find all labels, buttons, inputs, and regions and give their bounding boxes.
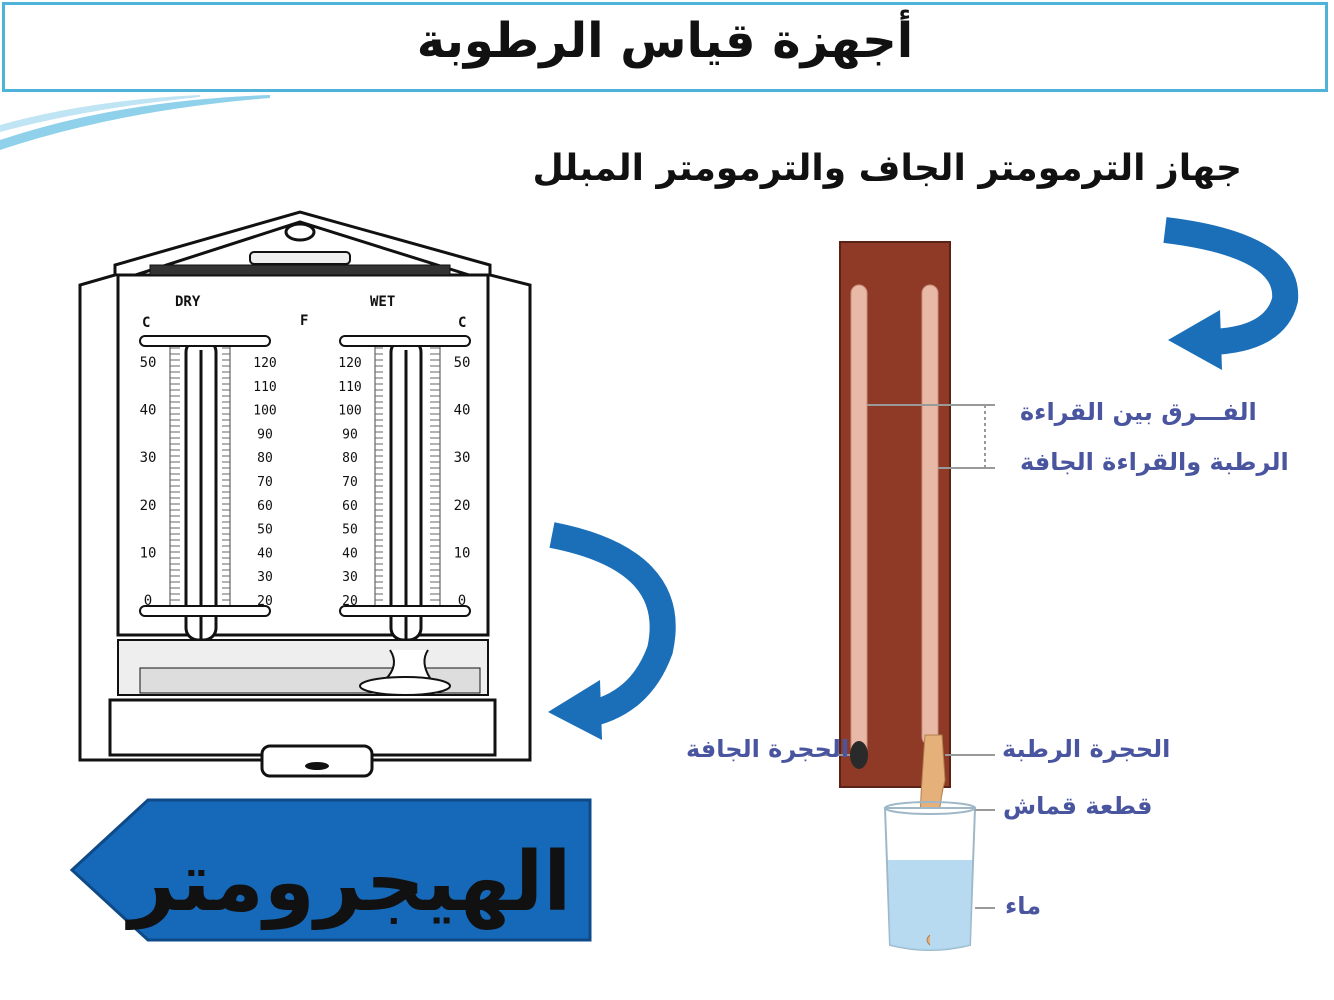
celsius-tick-left: 20 — [140, 498, 157, 514]
fahrenheit-tick-left: 80 — [257, 451, 273, 466]
difference-label-2: الرطبة والقراءة الجافة — [1020, 448, 1289, 476]
celsius-tick-left: 10 — [140, 545, 157, 561]
psychrometer-device — [839, 241, 977, 951]
fahrenheit-tick-left: 30 — [257, 570, 273, 585]
hygrometer-device — [78, 210, 532, 778]
fahrenheit-tick-right: 30 — [342, 570, 358, 585]
page-title: أجهزة قياس الرطوبة — [416, 13, 914, 69]
leader-lines — [808, 404, 995, 909]
celsius-tick-right: 20 — [454, 498, 471, 514]
celsius-tick-right: 40 — [454, 403, 471, 419]
curved-arrow-left — [548, 522, 676, 740]
celsius-tick-left: 40 — [140, 403, 157, 419]
celsius-tick-left: 50 — [140, 355, 157, 371]
title-box: أجهزة قياس الرطوبة — [2, 2, 1328, 92]
fahrenheit-tick-right: 120 — [338, 356, 361, 371]
wet-label: WET — [370, 294, 395, 310]
cloth-label: قطعة قماش — [1003, 792, 1153, 820]
fahrenheit-tick-left: 20 — [257, 594, 273, 609]
fahrenheit-tick-right: 50 — [342, 523, 358, 538]
dry-bulb-shape — [850, 741, 868, 769]
wet-bulb-label: الحجرة الرطبة — [1002, 735, 1171, 763]
water-label: ماء — [1005, 892, 1042, 920]
celsius-tick-right: 10 — [454, 545, 471, 561]
fahrenheit-tick-right: 40 — [342, 546, 358, 561]
fahrenheit-tick-left: 70 — [257, 475, 273, 490]
difference-label-1: الفـــرق بين القراءة — [1020, 398, 1257, 426]
celsius-tick-right: 0 — [458, 593, 466, 609]
fahrenheit-tick-left: 40 — [257, 546, 273, 561]
fahrenheit-tick-right: 90 — [342, 427, 358, 442]
swoosh-decor-2 — [0, 95, 200, 132]
hygrometer-banner — [69, 798, 592, 942]
hygrometer-name: الهيجرومتر — [125, 835, 572, 931]
fahrenheit-tick-left: 60 — [257, 499, 273, 514]
fahrenheit-tick-left: 110 — [253, 380, 276, 395]
fahrenheit-tick-left: 90 — [257, 427, 273, 442]
fahrenheit-tick-right: 70 — [342, 475, 358, 490]
celsius-tick-left: 30 — [140, 450, 157, 466]
fahrenheit-tick-right: 110 — [338, 380, 361, 395]
fahrenheit-tick-left: 50 — [257, 523, 273, 538]
unit-f: F — [300, 313, 308, 329]
celsius-tick-left: 0 — [144, 593, 152, 609]
fahrenheit-tick-right: 80 — [342, 451, 358, 466]
dry-label: DRY — [175, 294, 201, 310]
psychrometer-title: جهاز الترمومتر الجاف والترمومتر المبلل — [532, 148, 1243, 189]
celsius-tick-right: 30 — [454, 450, 471, 466]
celsius-tick-right: 50 — [454, 355, 471, 371]
curved-arrow-right — [1163, 217, 1299, 370]
hygrometer-scale: DRY WET C F C — [142, 294, 466, 331]
fahrenheit-tick-right: 20 — [342, 594, 358, 609]
unit-c-left: C — [142, 315, 150, 331]
fahrenheit-tick-right: 100 — [338, 404, 361, 419]
dry-bulb-label: الحجرة الجافة — [686, 735, 850, 763]
fahrenheit-tick-right: 60 — [342, 499, 358, 514]
fahrenheit-tick-left: 120 — [253, 356, 276, 371]
fahrenheit-tick-left: 100 — [253, 404, 276, 419]
unit-c-right: C — [458, 315, 466, 331]
